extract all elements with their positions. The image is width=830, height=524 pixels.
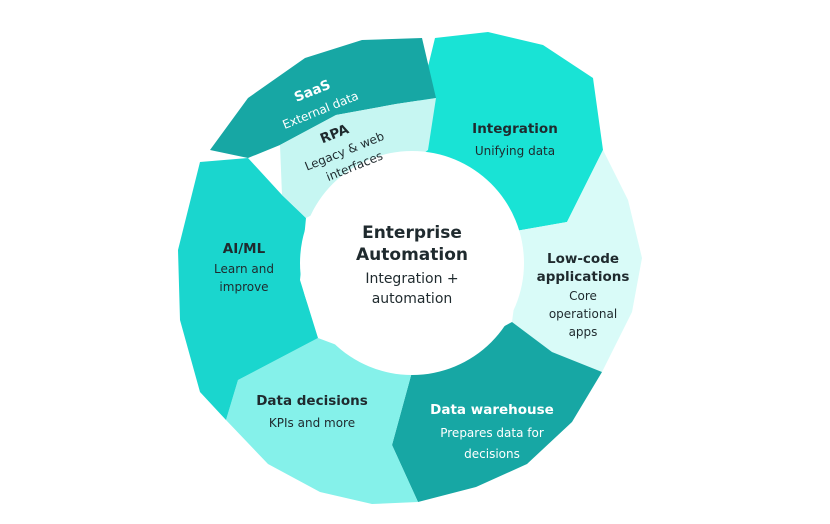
aiml-subtitle-line2: improve	[219, 280, 268, 294]
center-title-line1: Enterprise	[362, 223, 462, 243]
lowcode-title-line1: Low-code	[547, 251, 619, 267]
center-subtitle-line2: automation	[372, 291, 453, 307]
decisions-subtitle: KPIs and more	[269, 416, 355, 430]
center-title-line2: Automation	[356, 245, 468, 265]
center-circle	[300, 151, 524, 375]
lowcode-subtitle-line1: Core	[569, 289, 597, 303]
ai-ml-segment	[178, 158, 318, 420]
lowcode-subtitle-line2: operational	[549, 307, 617, 321]
aiml-title: AI/ML	[223, 241, 266, 257]
data-decisions-segment	[226, 338, 418, 504]
warehouse-subtitle-line1: Prepares data for	[440, 426, 544, 440]
integration-title: Integration	[472, 121, 558, 137]
warehouse-subtitle-line2: decisions	[464, 447, 520, 461]
center-subtitle-line1: Integration +	[365, 271, 458, 287]
decisions-title: Data decisions	[256, 393, 368, 409]
lowcode-subtitle-line3: apps	[569, 325, 598, 339]
aiml-subtitle-line1: Learn and	[214, 262, 274, 276]
rpa-segment	[280, 98, 436, 218]
low-code-applications-segment	[510, 150, 642, 372]
warehouse-title: Data warehouse	[430, 402, 554, 418]
integration-subtitle: Unifying data	[475, 144, 555, 158]
lowcode-title-line2: applications	[537, 269, 630, 285]
saas-segment	[210, 38, 436, 158]
